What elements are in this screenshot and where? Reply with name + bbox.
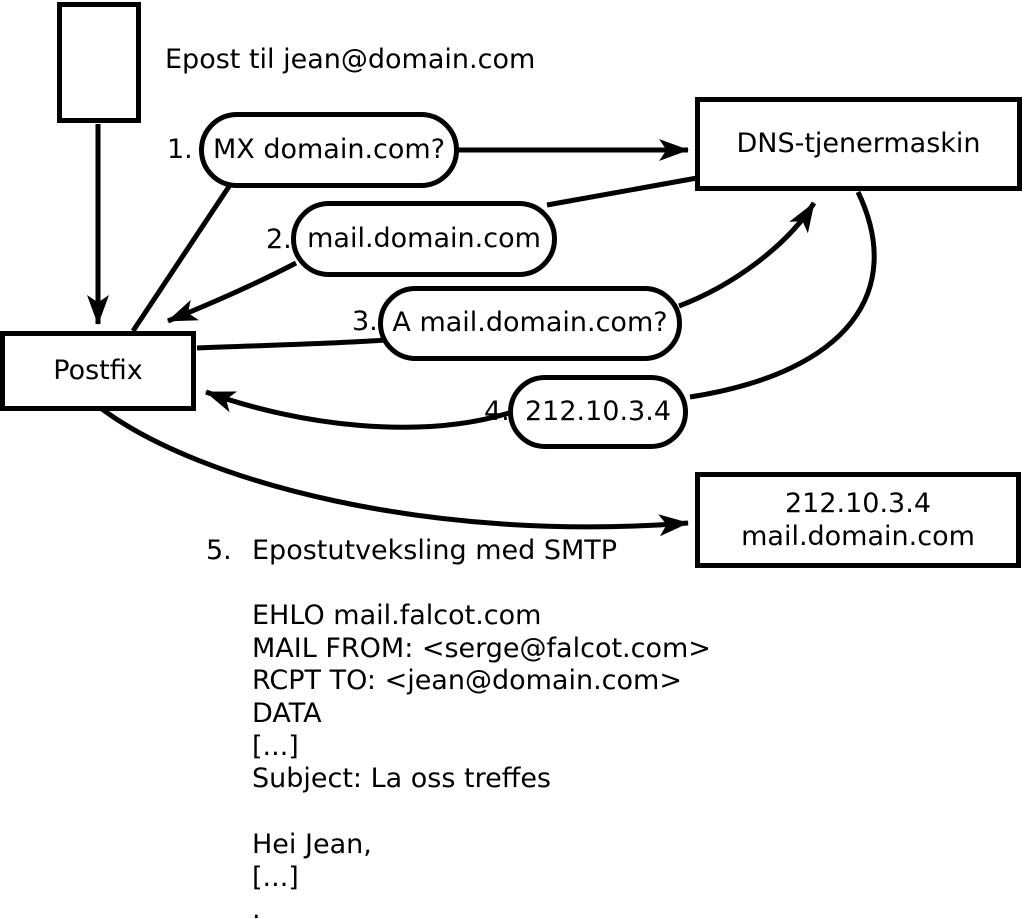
response-mx-pill: mail.domain.com <box>291 201 557 277</box>
postfix-node: Postfix <box>0 331 196 411</box>
diagram-title: Epost til jean@domain.com <box>165 44 536 75</box>
smtp-line: DATA <box>252 698 322 730</box>
line-dns-to-response2 <box>546 175 698 208</box>
exchange-number-2: 2. <box>266 224 292 255</box>
exchange-number-1: 1. <box>167 134 193 165</box>
email-client-box <box>57 2 141 123</box>
line-postfix-to-query1 <box>130 183 233 333</box>
step5-label: Epostutveksling med SMTP <box>252 535 618 566</box>
mail-server-node: 212.10.3.4 mail.domain.com <box>695 472 1021 568</box>
query-a-pill: A mail.domain.com? <box>378 286 682 361</box>
mail-server-ip: 212.10.3.4 <box>785 488 931 519</box>
smtp-line: MAIL FROM: <serge@falcot.com> <box>252 632 711 664</box>
smtp-line: [...] <box>252 861 299 893</box>
arrow-query3-to-dns <box>678 201 817 309</box>
smtp-line: . <box>252 894 261 919</box>
arrow-response2-to-postfix <box>167 260 298 324</box>
smtp-line: Subject: La oss treffes <box>252 763 552 795</box>
smtp-session-transcript: EHLO mail.falcot.com MAIL FROM: <serge@f… <box>252 600 711 919</box>
smtp-line: Hei Jean, <box>252 828 372 860</box>
arrow-response4-to-postfix <box>205 389 510 430</box>
exchange-number-3: 3. <box>352 306 378 337</box>
step5-number: 5. <box>206 535 232 566</box>
exchange-number-4: 4. <box>484 396 510 427</box>
smtp-line: RCPT TO: <jean@domain.com> <box>252 665 682 697</box>
mail-server-hostname: mail.domain.com <box>741 521 975 552</box>
query-mx-pill: MX domain.com? <box>199 112 459 188</box>
smtp-line <box>252 796 711 829</box>
response-a-pill: 212.10.3.4 <box>508 375 688 449</box>
smtp-line: [...] <box>252 730 299 762</box>
arrow-postfix-to-mailserver <box>100 406 689 537</box>
smtp-line: EHLO mail.falcot.com <box>252 600 542 631</box>
line-dns-to-response4 <box>689 190 877 400</box>
line-postfix-to-query3 <box>196 337 387 351</box>
dns-server-node: DNS-tjenermaskin <box>695 97 1022 191</box>
